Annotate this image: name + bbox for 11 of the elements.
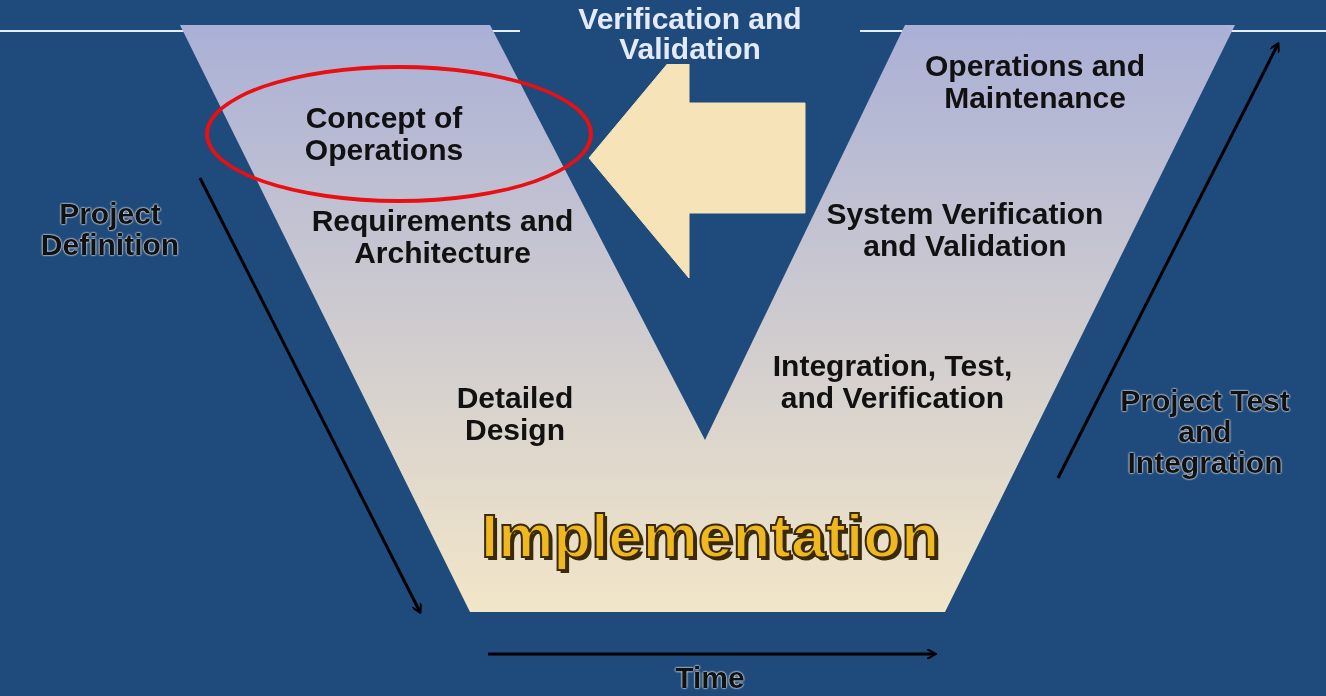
axis-label: Project Test and Integration — [1119, 385, 1291, 478]
stage-title: Implementation — [479, 503, 941, 569]
phase-label: System Verification and Validation — [820, 198, 1110, 262]
phase-label: Detailed Design — [410, 382, 620, 446]
axis-label: Time — [674, 662, 746, 693]
axis-label: Project Definition — [39, 198, 181, 260]
phase-label: Concept of Operations — [303, 102, 465, 166]
edge-label: Verification and Validation — [520, 4, 860, 64]
phase-label: Requirements and Architecture — [300, 205, 585, 269]
phase-label: Operations and Maintenance — [915, 50, 1155, 114]
phase-label: Integration, Test, and Verification — [760, 350, 1025, 414]
